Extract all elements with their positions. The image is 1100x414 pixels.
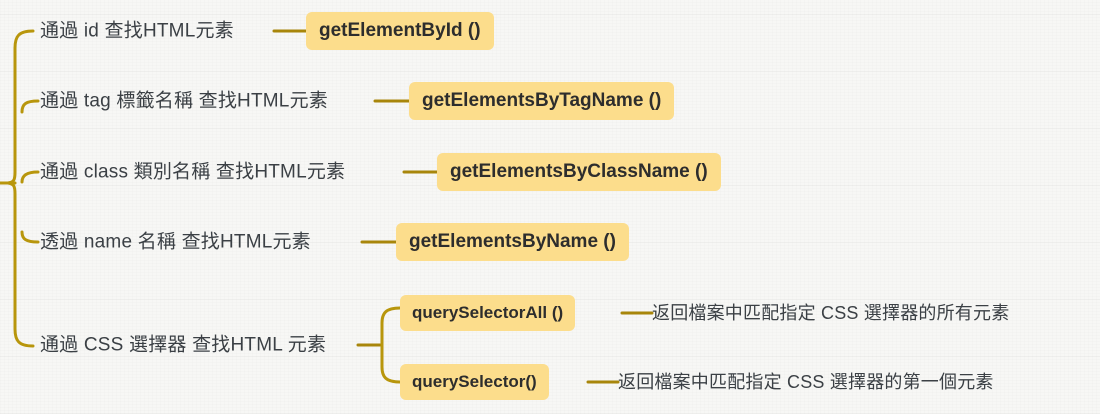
branch-row-by-class: 通過 class 類別名稱 查找HTML元素 <box>40 163 345 182</box>
leaf-description-query-selector: 返回檔案中匹配指定 CSS 選擇器的第一個元素 <box>618 372 994 392</box>
api-chip-row-by-id: getElementById () <box>306 12 494 50</box>
api-chip-query-selector[interactable]: querySelector() <box>400 364 549 400</box>
branch-label-by-class: 通過 class 類別名稱 查找HTML元素 <box>40 161 346 183</box>
branch-label-by-css: 通過 CSS 選擇器 查找HTML 元素 <box>40 334 327 356</box>
bracket-tick-by-tag <box>20 99 40 114</box>
branch-row-by-name: 透過 name 名稱 查找HTML元素 <box>40 233 311 252</box>
leaf-row-query-selector-all: querySelectorAll () <box>400 295 576 331</box>
leaf-description-query-selector-all: 返回檔案中匹配指定 CSS 選擇器的所有元素 <box>652 303 1010 323</box>
api-chip-row-by-class: getElementsByClassName () <box>437 153 721 191</box>
api-chip-row-by-name: getElementsByName () <box>396 223 629 261</box>
api-chip-get-elements-by-tag-name[interactable]: getElementsByTagName () <box>409 82 675 120</box>
api-chip-get-elements-by-class-name[interactable]: getElementsByClassName () <box>437 153 721 191</box>
leaf-row-query-selector: querySelector() <box>400 364 549 400</box>
api-chip-query-selector-all[interactable]: querySelectorAll () <box>400 295 576 331</box>
api-chip-get-elements-by-name[interactable]: getElementsByName () <box>396 223 629 261</box>
api-chip-row-by-tag: getElementsByTagName () <box>409 82 675 120</box>
bracket-tick-by-class <box>20 170 40 184</box>
leaf-desc-row-query-selector-all: 返回檔案中匹配指定 CSS 選擇器的所有元素 <box>652 304 1009 322</box>
branch-label-by-name: 透過 name 名稱 查找HTML元素 <box>40 231 311 253</box>
branch-row-by-tag: 通過 tag 標籤名稱 查找HTML元素 <box>40 92 328 111</box>
branch-row-by-css: 通過 CSS 選擇器 查找HTML 元素 <box>40 336 326 355</box>
branch-row-by-id: 通過 id 查找HTML元素 <box>40 22 234 41</box>
leaf-desc-row-query-selector: 返回檔案中匹配指定 CSS 選擇器的第一個元素 <box>618 373 994 391</box>
bracket-tick-by-name <box>20 230 40 244</box>
api-chip-get-element-by-id[interactable]: getElementById () <box>306 12 494 50</box>
branch-label-by-tag: 通過 tag 標籤名稱 查找HTML元素 <box>40 90 328 112</box>
branch-label-by-id: 通過 id 查找HTML元素 <box>40 20 234 42</box>
sub-bracket-css <box>380 306 402 384</box>
main-bracket <box>7 29 35 348</box>
